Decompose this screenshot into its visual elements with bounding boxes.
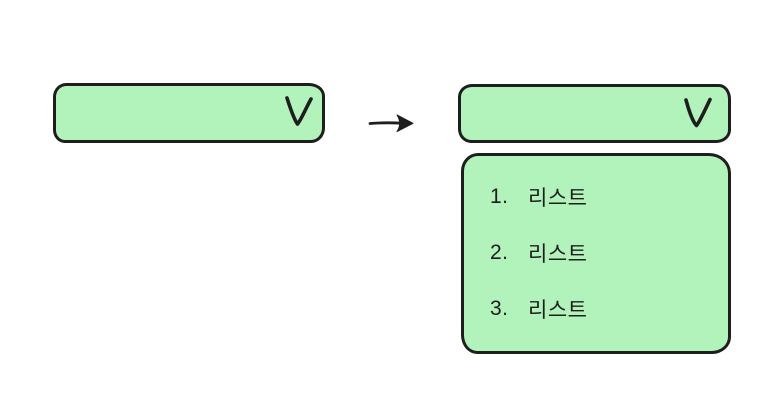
chevron-down-icon [284, 95, 314, 128]
dropdown-closed-before[interactable] [53, 83, 325, 143]
menu-item-number: 1. [490, 185, 509, 208]
menu-item-1[interactable]: 1. 리스트 [490, 184, 718, 210]
menu-item-label: 리스트 [528, 187, 588, 210]
menu-item-label: 리스트 [528, 299, 588, 322]
dropdown-closed-after[interactable] [458, 84, 731, 143]
menu-item-number: 3. [490, 297, 509, 320]
menu-item-label: 리스트 [528, 243, 588, 266]
dropdown-menu: 1. 리스트 2. 리스트 3. 리스트 [461, 153, 731, 354]
menu-item-3[interactable]: 3. 리스트 [490, 296, 718, 322]
menu-item-number: 2. [490, 241, 509, 264]
chevron-down-icon [683, 96, 713, 129]
menu-item-2[interactable]: 2. 리스트 [490, 240, 718, 266]
right-arrow-icon [368, 108, 416, 138]
